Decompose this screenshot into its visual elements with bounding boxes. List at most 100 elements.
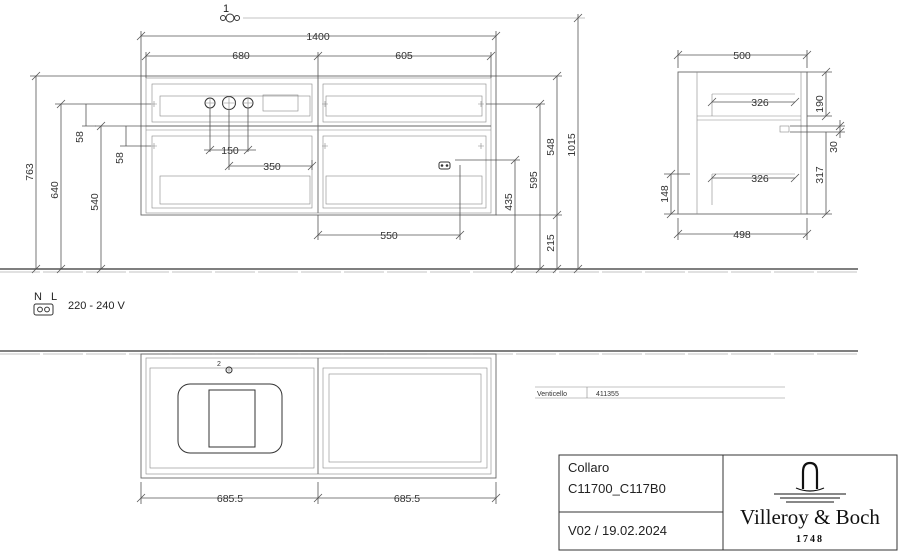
washbasin-bowl — [208, 389, 256, 448]
dim-line-58-top — [82, 104, 96, 127]
side-drawer-outlines — [711, 93, 795, 205]
electrical-voltage-label: 220 - 240 V — [68, 300, 126, 312]
dim-line-350 — [228, 110, 313, 170]
title-block-dividers — [559, 455, 724, 550]
dim-line-150 — [204, 108, 256, 152]
dim-350-label: 350 — [263, 161, 281, 173]
product-name: Collaro — [568, 460, 609, 475]
dim-line-30 — [790, 120, 845, 138]
top-view: 2 685.5 685.5 — [0, 350, 858, 505]
tap-hole-crosshair — [225, 366, 233, 374]
variant-code: 411355 — [596, 391, 619, 398]
top-right-drawer-inner — [328, 373, 482, 463]
dim-190-label: 190 — [814, 95, 826, 113]
side-cabinet-inner-lines — [696, 72, 802, 214]
dim-ticks-326-top — [707, 97, 800, 107]
callout-1-circle-right — [234, 15, 240, 21]
callout-2-label: 2 — [217, 361, 221, 368]
dim-ticks-435 — [510, 155, 520, 274]
socket-legend-pin-l-icon — [44, 306, 50, 313]
callout-1-circle-left — [220, 15, 226, 21]
dim-148-label: 148 — [659, 185, 671, 203]
dim-548-label: 548 — [545, 138, 557, 156]
dim-498-label: 498 — [733, 229, 751, 241]
dim-685-5-right-label: 685.5 — [394, 493, 420, 505]
drawer-top-right — [322, 83, 487, 123]
drawer-bottom-left-inner — [159, 175, 311, 205]
dim-ticks-350 — [224, 161, 317, 171]
socket-pin-n-icon — [440, 164, 444, 167]
dim-ticks-150 — [205, 145, 253, 155]
dim-ticks-1015 — [573, 13, 583, 274]
socket-icon — [438, 161, 451, 170]
dim-line-500 — [677, 50, 808, 68]
dim-ticks-550 — [313, 230, 465, 240]
title-block: Collaro C11700_C117B0 V02 / 19.02.2024 V… — [558, 454, 898, 551]
dim-line-190 — [807, 71, 832, 117]
dim-435-label: 435 — [503, 193, 515, 211]
dim-ticks-190 — [821, 67, 831, 121]
top-cabinet-inner — [145, 357, 492, 475]
dim-326-top-label: 326 — [751, 97, 769, 109]
side-socket-box — [779, 125, 790, 133]
article-codes: C11700_C117B0 — [568, 481, 666, 496]
dim-30-label: 30 — [828, 141, 840, 153]
dim-line-640 — [55, 103, 151, 269]
brand-name: Villeroy & Boch — [740, 505, 880, 529]
washbasin-outline — [177, 383, 283, 454]
dim-ticks-685-5 — [136, 493, 501, 503]
plug-zone — [262, 94, 299, 112]
dim-ticks-605 — [486, 51, 496, 61]
dim-ticks-595 — [535, 99, 545, 274]
variant-table-lines — [535, 386, 785, 399]
dim-150-label: 150 — [221, 145, 239, 157]
dim-ticks-326-bottom — [707, 173, 800, 183]
dim-line-685-5 — [140, 482, 497, 504]
dim-line-435 — [455, 159, 520, 269]
dim-ticks-763 — [31, 71, 41, 274]
top-left-drawer — [149, 367, 315, 469]
fixing-markers — [151, 101, 484, 149]
callout-1-circle — [225, 13, 235, 23]
dim-640-label: 640 — [49, 181, 61, 199]
dim-line-498 — [677, 218, 808, 240]
dim-763-label: 763 — [24, 163, 36, 181]
side-view: 500 326 326 498 190 30 317 148 — [659, 50, 845, 241]
dim-ticks-640 — [56, 99, 66, 274]
drain-crosshairs — [205, 96, 253, 110]
dim-ticks-1400 — [136, 31, 501, 41]
socket-legend-icon — [33, 303, 54, 316]
dim-line-548 — [496, 75, 562, 216]
drawer-top-right-inner — [325, 95, 483, 117]
electrical-l-label: L — [51, 291, 57, 303]
variant-name: Venticello — [537, 391, 567, 398]
dim-ticks-540 — [96, 121, 106, 274]
dim-ticks-148 — [666, 169, 676, 219]
side-cabinet-outline — [677, 71, 808, 215]
top-cabinet-outline — [140, 353, 497, 479]
dim-58-top-label: 58 — [74, 131, 86, 143]
dim-680-label: 680 — [232, 50, 250, 62]
dim-1400-label: 1400 — [306, 31, 330, 43]
top-right-drawer — [322, 367, 488, 469]
dim-1015-label: 1015 — [566, 133, 578, 157]
electrical-n-label: N — [34, 291, 42, 303]
dim-326-bottom-label: 326 — [751, 173, 769, 185]
dim-ticks-30 — [835, 121, 845, 137]
dim-58-bottom-label: 58 — [114, 152, 126, 164]
dim-500-label: 500 — [733, 50, 751, 62]
dim-line-540 — [95, 125, 146, 269]
brand-logo-icon — [774, 461, 846, 503]
dim-540-label: 540 — [89, 193, 101, 211]
brand-founded: 1748 — [796, 534, 824, 545]
drawer-bottom-right — [322, 135, 487, 209]
cabinet-outline — [140, 75, 497, 216]
variant-table: Venticello 411355 — [535, 386, 785, 399]
dim-ticks-215 — [552, 264, 562, 274]
callout-1-label: 1 — [223, 3, 229, 15]
dim-line-550 — [317, 165, 461, 240]
socket-legend-pin-n-icon — [37, 306, 43, 313]
dim-line-595 — [486, 103, 545, 269]
drawer-bottom-left — [151, 135, 313, 209]
